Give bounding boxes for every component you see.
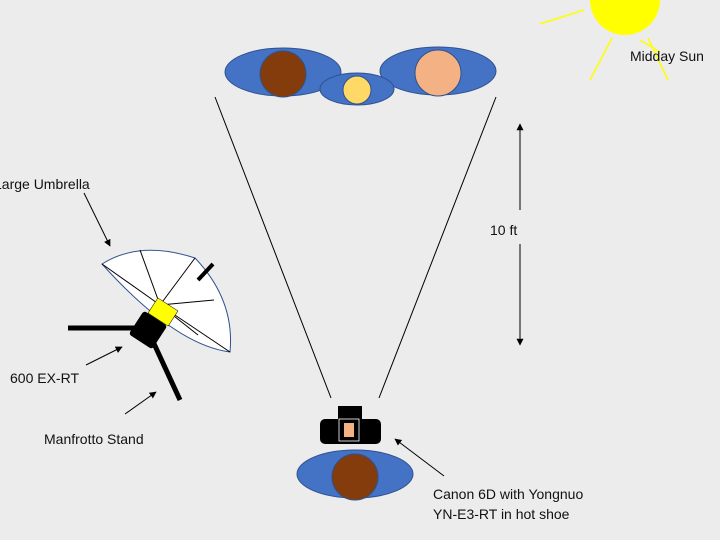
camera-icon — [320, 406, 381, 444]
subject-child — [319, 72, 395, 106]
flash-label: 600 EX-RT — [10, 370, 79, 386]
umbrella-shaft — [196, 262, 215, 282]
subject-right — [379, 46, 497, 97]
fov-line-left — [214, 96, 332, 399]
camera-top — [338, 406, 362, 420]
subject-group — [224, 46, 497, 106]
sun-icon — [539, 0, 669, 81]
camera-label-line2: YN-E3-RT in hot shoe — [433, 506, 570, 522]
arrow-flash — [85, 346, 123, 366]
flash-body — [129, 311, 167, 349]
sun-label: Midday Sun — [630, 48, 704, 64]
camera-label-line1: Canon 6D with Yongnuo — [433, 486, 584, 502]
subject-left — [224, 47, 342, 98]
flash-icon — [68, 297, 183, 402]
stand-label: Manfrotto Stand — [44, 431, 144, 447]
umbrella-icon — [101, 249, 232, 353]
camera-screen — [344, 423, 354, 437]
arrow-stand — [124, 391, 157, 415]
photographer — [296, 449, 414, 501]
arrow-camera — [394, 438, 445, 477]
camera-label: Canon 6D with Yongnuo YN-E3-RT in hot sh… — [433, 484, 693, 524]
arrow-umbrella — [83, 192, 111, 247]
sun-disc — [590, 0, 660, 35]
flash-head — [147, 297, 179, 327]
stand-leg-right — [147, 333, 183, 402]
fov-line-right — [378, 96, 497, 399]
distance-label: 10 ft — [490, 222, 518, 238]
umbrella-label: Large Umbrella — [0, 176, 90, 192]
